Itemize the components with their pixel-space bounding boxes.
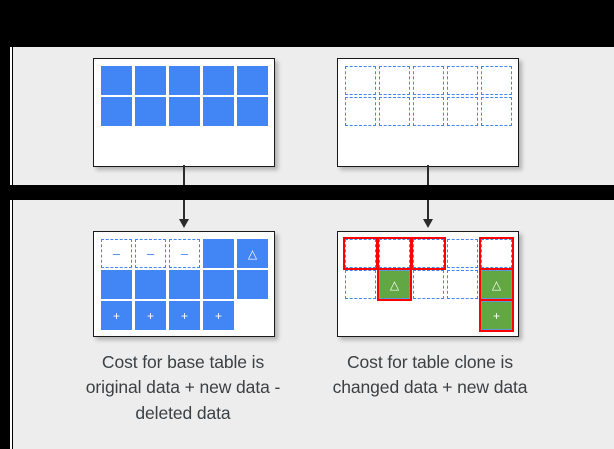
data-cell-r2c3 (169, 270, 200, 299)
data-cell-r1c1 (101, 66, 132, 95)
table-clone-original (337, 58, 519, 167)
data-cell-r1c1 (343, 237, 378, 270)
caption-table-clone: Cost for table clone is changed data + n… (332, 352, 528, 398)
data-cell-r2c2 (379, 97, 410, 126)
data-cell-r1c5: △ (237, 239, 268, 268)
data-cell-r2c5 (237, 97, 268, 126)
data-cell-r1c5 (481, 66, 512, 95)
lower-panel-edge-rule (10, 200, 12, 449)
data-cell-r1c3 (413, 66, 444, 95)
data-cell-r2c3 (169, 97, 200, 126)
data-cell-r2c5 (481, 97, 512, 126)
data-cell-r1c2: – (135, 239, 166, 268)
data-cell-r3c1: + (101, 301, 132, 330)
data-cell-r1c3: – (169, 239, 200, 268)
table-clone-after: △ △ + (337, 231, 519, 337)
data-cell-r2c2 (135, 270, 166, 299)
data-cell-r2c4 (203, 270, 234, 299)
arrow-head (179, 219, 189, 228)
data-cell-r1c4 (203, 66, 234, 95)
data-cell-r2c2 (135, 97, 166, 126)
minus-icon: – (146, 246, 155, 261)
data-cell-r3c5: + (479, 299, 514, 332)
arrow-head (423, 219, 433, 228)
data-cell-r1c5 (479, 237, 514, 270)
data-cell-r2c4 (203, 97, 234, 126)
data-cell-r1c4 (447, 239, 478, 268)
data-cell-r2c1 (101, 97, 132, 126)
middle-black-bar (0, 185, 614, 200)
triangle-icon: △ (389, 277, 400, 292)
data-cell-r2c5: △ (479, 268, 514, 301)
data-cell-r3c4 (447, 301, 478, 330)
data-cell-r3c2 (379, 301, 410, 330)
data-cell-r1c1 (345, 66, 376, 95)
data-cell-r1c3 (411, 237, 446, 270)
data-cell-r2c1 (345, 270, 376, 299)
data-cell-r3c1 (345, 301, 376, 330)
top-black-bar (0, 0, 614, 46)
data-cell-r3c3: + (169, 301, 200, 330)
data-cell-r3c5 (237, 301, 268, 330)
data-cell-r2c2: △ (377, 268, 412, 301)
data-cell-r1c5 (237, 66, 268, 95)
cell-grid (345, 66, 512, 126)
plus-icon: + (112, 308, 120, 323)
data-cell-r3c4: + (203, 301, 234, 330)
data-cell-r2c4 (447, 97, 478, 126)
plus-icon: + (214, 308, 222, 323)
data-cell-r1c4 (203, 239, 234, 268)
plus-icon: + (180, 308, 188, 323)
data-cell-r2c3 (413, 270, 444, 299)
cell-grid (101, 66, 268, 126)
data-cell-r1c2 (379, 66, 410, 95)
minus-icon: – (112, 246, 121, 261)
data-cell-r3c2: + (135, 301, 166, 330)
data-cell-r1c2 (377, 237, 412, 270)
plus-icon: + (492, 308, 500, 323)
data-cell-r1c1: – (101, 239, 132, 268)
data-cell-r2c1 (101, 270, 132, 299)
table-base-original (93, 58, 275, 167)
table-base-after: – – – △ + + + + (93, 231, 275, 337)
data-cell-r3c3 (413, 301, 444, 330)
plus-icon: + (146, 308, 154, 323)
data-cell-r2c3 (413, 97, 444, 126)
data-cell-r1c3 (169, 66, 200, 95)
data-cell-r1c4 (447, 66, 478, 95)
triangle-icon: △ (247, 246, 258, 261)
data-cell-r2c4 (447, 270, 478, 299)
cell-grid: △ △ + (343, 237, 514, 332)
minus-icon: – (180, 246, 189, 261)
data-cell-r1c2 (135, 66, 166, 95)
caption-base-table: Cost for base table is original data + n… (85, 352, 281, 423)
data-cell-r2c5 (237, 270, 268, 299)
cell-grid: – – – △ + + + + (101, 239, 268, 330)
upper-panel-edge-rule (10, 47, 12, 185)
triangle-icon: △ (491, 277, 502, 292)
data-cell-r2c1 (345, 97, 376, 126)
